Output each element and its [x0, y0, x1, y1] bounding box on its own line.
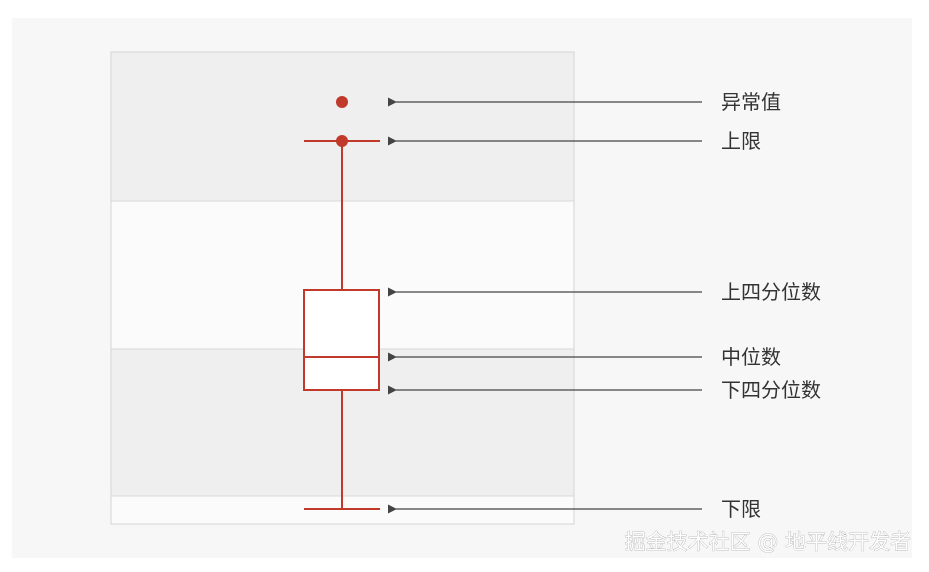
label-upper-quartile: 上四分位数: [721, 280, 821, 304]
outlier-point: [336, 96, 348, 108]
label-median: 中位数: [721, 345, 781, 369]
watermark: 掘金技术社区 @ 地平线开发者: [625, 530, 911, 554]
plot-border: [110, 51, 575, 525]
annotation-arrows: [387, 97, 702, 514]
label-upper-limit: 上限: [721, 129, 761, 153]
upper-limit-point: [336, 135, 348, 147]
label-lower-quartile: 下四分位数: [721, 378, 821, 402]
label-outlier: 异常值: [721, 90, 781, 114]
box-plot: [303, 96, 380, 510]
annotation-labels: 异常值 上限 上四分位数 中位数 下四分位数 下限: [721, 90, 821, 521]
interquartile-box: [303, 289, 380, 391]
label-lower-limit: 下限: [721, 497, 761, 521]
